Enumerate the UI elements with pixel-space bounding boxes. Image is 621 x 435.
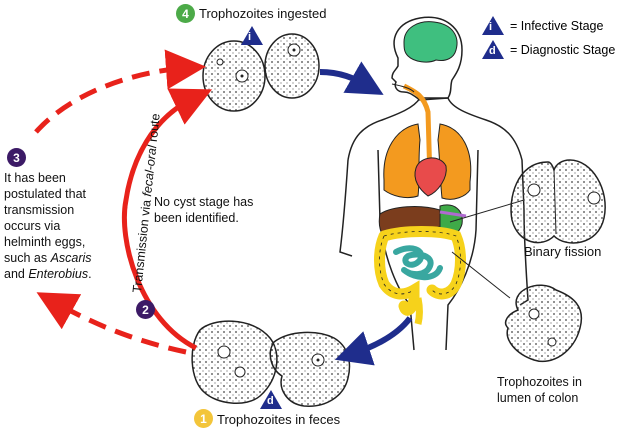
legend-diagnostic: d = Diagnostic Stage (482, 40, 615, 59)
no-cyst-note: No cyst stage has been identified. (154, 195, 254, 225)
step-1-label: Trophozoites in feces (217, 412, 341, 427)
colon (374, 226, 466, 316)
trophozoite-ingested-1 (202, 40, 266, 112)
step-2-badge: 2 (136, 300, 155, 319)
helminth-note: It has been postulated that transmission… (4, 171, 92, 281)
human-figure (339, 16, 529, 351)
legend-infective-text: = Infective Stage (510, 18, 604, 33)
binary-fission-cell (510, 159, 606, 244)
legend-infective: i = Infective Stage (482, 16, 603, 35)
pointer-lumen (451, 251, 511, 299)
diagnostic-stage-marker-icon: d (260, 390, 282, 409)
feces-trophozoite-2 (269, 331, 351, 407)
lumen-trophozoite (504, 284, 583, 363)
infective-stage-icon: i (482, 16, 504, 35)
legend-diagnostic-text: = Diagnostic Stage (510, 42, 616, 57)
blue-arrow-ingest (319, 61, 384, 95)
binary-fission-label: Binary fission (524, 244, 602, 259)
red-dashed-arrow-bottom (36, 292, 187, 355)
step-4-badge: 4 (176, 4, 195, 23)
step-3-badge: 3 (7, 148, 26, 167)
red-dashed-arrow-top (34, 49, 206, 134)
torso-outline (347, 97, 529, 306)
brain (403, 21, 458, 63)
blue-arrow-exit (334, 316, 413, 366)
infective-stage-marker-icon: i (241, 26, 263, 45)
heart (414, 157, 447, 197)
red-solid-arrow (121, 88, 213, 351)
step-4-label: Trophozoites ingested (199, 6, 327, 21)
step-1-badge: 1 (194, 409, 213, 428)
feces-trophozoite-1 (191, 320, 278, 404)
left-lung (383, 123, 421, 199)
trophozoite-ingested-2 (264, 33, 320, 99)
diagnostic-stage-icon: d (482, 40, 504, 59)
lumen-label: Trophozoites in lumen of colon (497, 375, 582, 405)
small-intestine (393, 245, 443, 281)
